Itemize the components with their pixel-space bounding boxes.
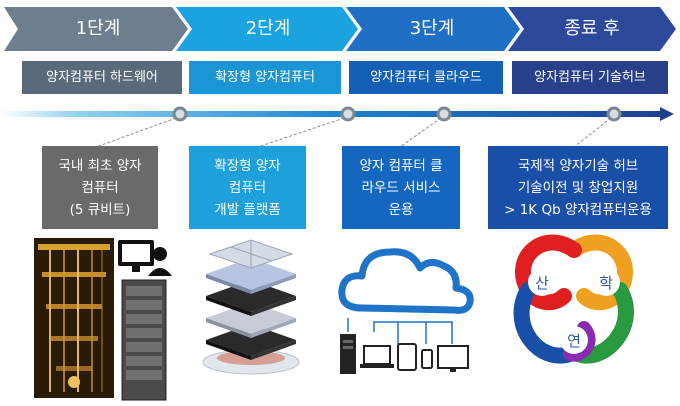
timeline-arrow <box>660 107 674 121</box>
quantum-hardware-illustration <box>34 238 172 401</box>
cloud-icon <box>338 248 474 314</box>
timeline <box>0 106 674 122</box>
logo-text-hak: 학 <box>599 274 613 292</box>
stage-2-description: 확장형 양자 컴퓨터 개발 플랫폼 <box>189 146 306 229</box>
timeline-node-4 <box>606 106 622 122</box>
timeline-node-2 <box>340 106 356 122</box>
stage-1-desc-line-3: (5 큐비트) <box>69 201 131 218</box>
stage-2-chevron <box>176 7 358 51</box>
stage-4-label: 종료 후 <box>564 18 620 39</box>
stage-4-desc-line-1: 국제적 양자기술 허브 <box>517 157 639 174</box>
logo-circle-yeon <box>560 326 588 354</box>
cloud-service-illustration <box>338 248 474 374</box>
timeline-line <box>0 111 662 117</box>
stage-2-desc-line-2: 컴퓨터 <box>228 179 267 196</box>
phone-icon <box>421 349 433 369</box>
stage-4-description: 국제적 양자기술 허브 기술이전 및 창업지원 > 1K Qb 양자컴퓨터운용 <box>488 146 668 229</box>
stage-chevrons <box>4 7 676 51</box>
user-monitor-icon <box>118 240 172 276</box>
stage-1-subtitle: 양자컴퓨터 하드웨어 <box>22 61 182 94</box>
desktop-tower-icon <box>340 334 356 374</box>
stage-2-desc-line-3: 개발 플랫폼 <box>214 201 281 218</box>
stage-3-description: 양자 컴퓨터 클 라우드 서비스 운용 <box>342 146 460 229</box>
server-rack-icon <box>121 279 167 401</box>
stage-1-description: 국내 최초 양자 컴퓨터 (5 큐비트) <box>42 146 158 229</box>
stage-1-label: 1단계 <box>75 18 121 39</box>
scalable-chip-stack-illustration <box>202 239 300 375</box>
stage-2-desc-line-1: 확장형 양자 <box>214 157 281 174</box>
stage-bar: 1단계 2단계 3단계 종료 후 <box>4 7 676 51</box>
stage-3-label: 3단계 <box>409 18 455 39</box>
connection-arrows <box>347 318 453 344</box>
connector-2 <box>257 117 345 148</box>
timeline-node-3 <box>436 106 452 122</box>
logo-text-san: 산 <box>535 274 549 292</box>
industry-academia-research-logo: 산 학 연 <box>513 234 634 364</box>
stage-1-desc-line-1: 국내 최초 양자 <box>58 157 142 174</box>
logo-text-yeon: 연 <box>567 332 581 350</box>
monitor-icon <box>437 345 469 372</box>
stage-2-label: 2단계 <box>245 18 291 39</box>
stage-4-chevron <box>508 7 676 51</box>
timeline-node-1 <box>172 106 188 122</box>
stage-3-desc-line-3: 운용 <box>388 201 414 218</box>
dilution-refrigerator-icon <box>34 238 114 398</box>
connector-4 <box>573 117 612 148</box>
tablet-icon <box>397 343 417 371</box>
stage-3-desc-line-1: 양자 컴퓨터 클 <box>359 157 443 174</box>
logo-circle-hak <box>592 268 620 296</box>
stage-2-subtitle: 확장형 양자컴퓨터 <box>189 61 341 94</box>
stage-4-desc-line-3: > 1K Qb 양자컴퓨터운용 <box>504 201 652 218</box>
stage-1-chevron <box>4 7 188 51</box>
laptop-icon <box>360 345 394 368</box>
stage-3-chevron <box>346 7 520 51</box>
stage-4-desc-line-2: 기술이전 및 창업지원 <box>517 179 639 196</box>
stage-3-subtitle: 양자컴퓨터 클라우드 <box>349 61 503 94</box>
logo-circle-san <box>528 268 556 296</box>
connector-lines <box>95 117 612 148</box>
stage-3-desc-line-2: 라우드 서비스 <box>361 179 441 196</box>
chip-stack-icon <box>202 239 300 375</box>
stage-1-desc-line-2: 컴퓨터 <box>81 179 119 196</box>
connector-1 <box>95 117 177 148</box>
connector-3 <box>399 117 442 148</box>
triple-helix-logo-icon <box>513 234 634 364</box>
stage-4-subtitle: 양자컴퓨터 기술허브 <box>512 61 668 94</box>
